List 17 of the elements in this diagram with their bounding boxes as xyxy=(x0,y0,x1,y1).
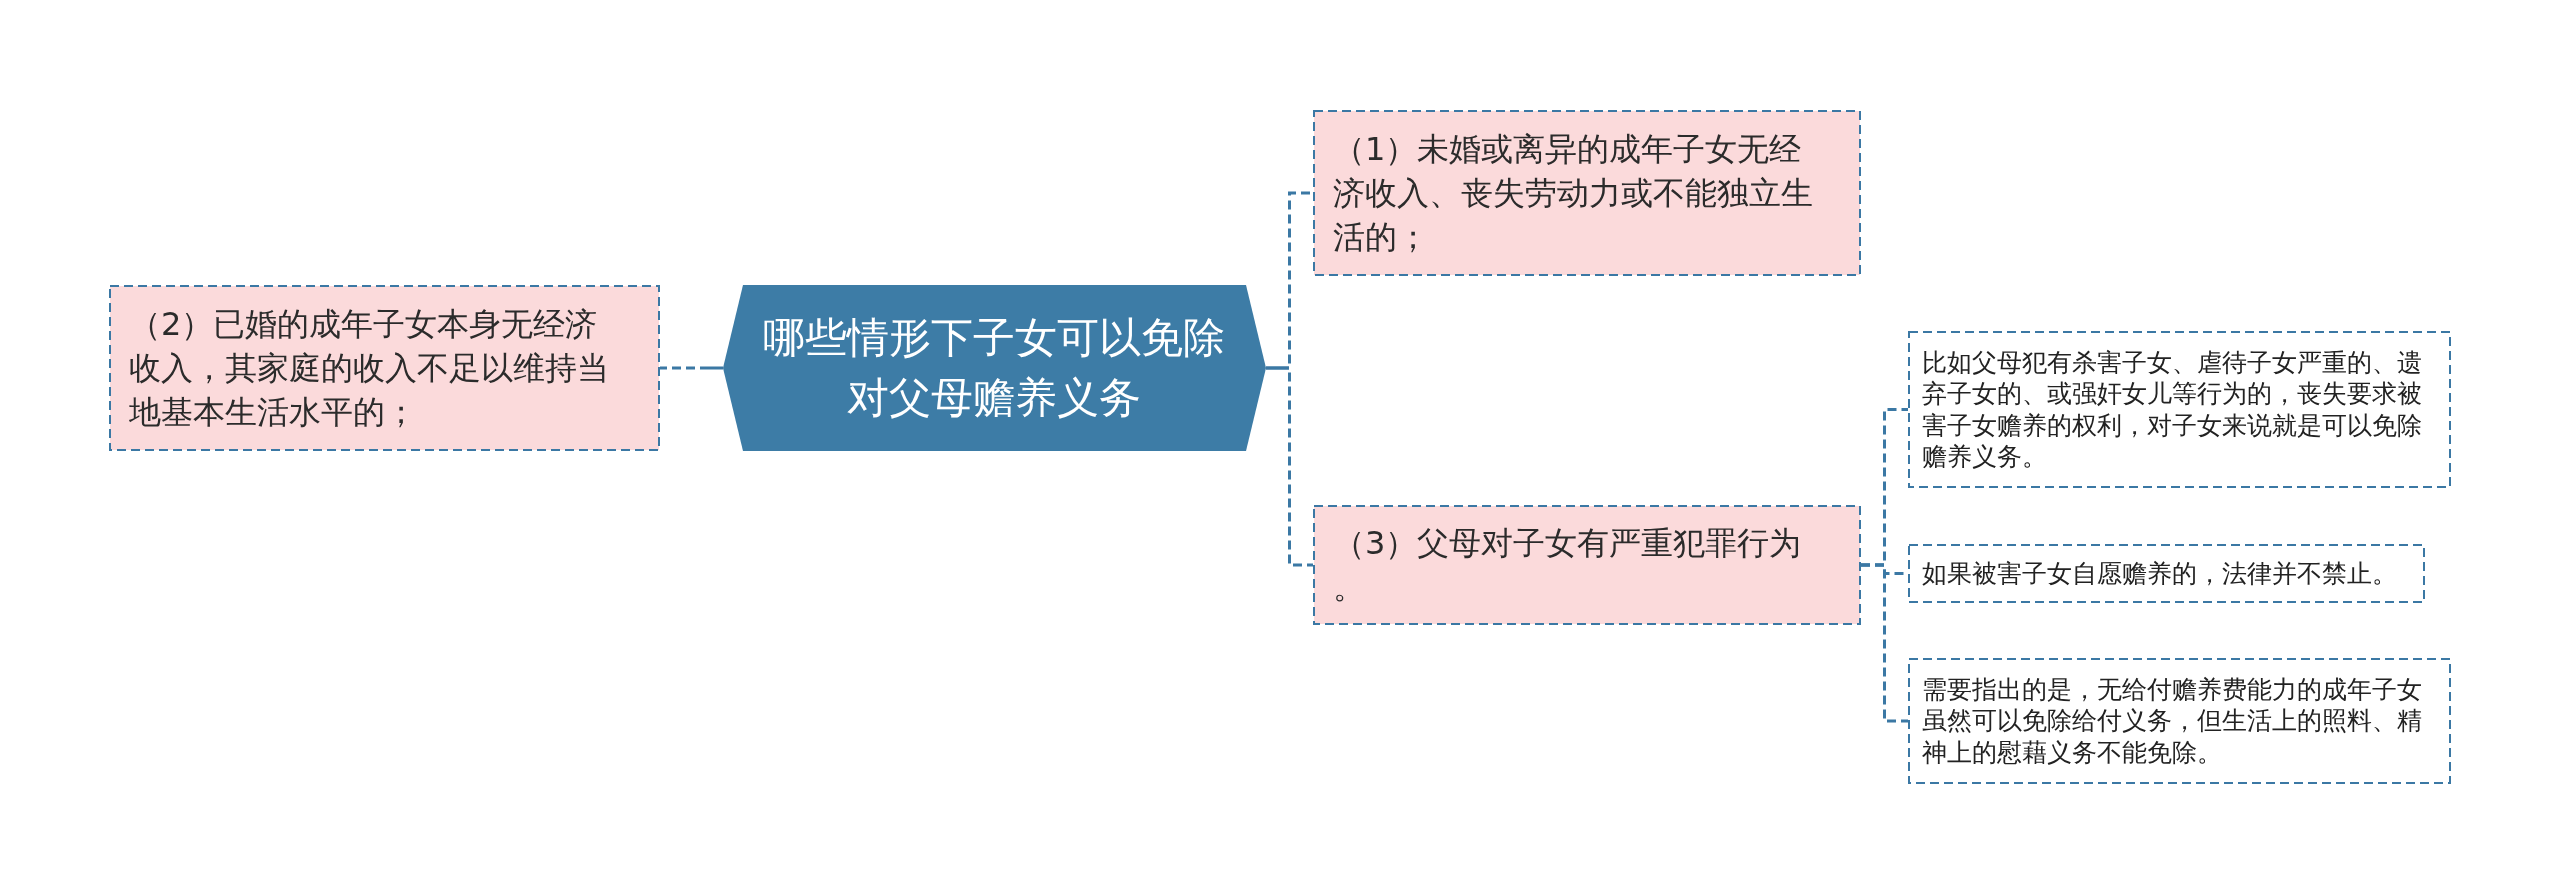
note-box xyxy=(1908,331,2451,488)
node-text: （3）父母对子女有严重犯罪行为。 xyxy=(1333,523,1803,608)
connector-line xyxy=(1861,563,1908,723)
note-box xyxy=(1908,658,2451,784)
node-text: 如果被害子女自愿赡养的，法律并不禁止。 xyxy=(1922,557,2398,590)
node-text: 比如父母犯有杀害子女、虐待子女严重的、遗弃子女的、或强奸女儿等行为的，丧失要求被害子女赡养的权利，对子女来说就是可以免除赡养义务。 xyxy=(1922,346,2423,473)
note-box xyxy=(1908,544,2425,603)
node-text: 哪些情形下子女可以免除对父母赡养义务 xyxy=(762,312,1227,424)
connector-line xyxy=(660,366,723,370)
topic-hexagon xyxy=(723,285,1266,451)
topic-box xyxy=(1313,505,1861,625)
node-text: （1）未婚或离异的成年子女无经济收入、丧失劳动力或不能独立生活的； xyxy=(1333,129,1814,258)
topic-box xyxy=(1313,110,1861,276)
topic-box xyxy=(109,285,660,451)
node-text: （2）已婚的成年子女本身无经济收入，其家庭的收入不足以维持当地基本生活水平的； xyxy=(129,304,610,433)
node-text: 需要指出的是，无给付赡养费能力的成年子女虽然可以免除给付义务，但生活上的照料、精神上的慰藉义务不能免除。 xyxy=(1922,673,2423,769)
connector-line xyxy=(1266,366,1313,567)
